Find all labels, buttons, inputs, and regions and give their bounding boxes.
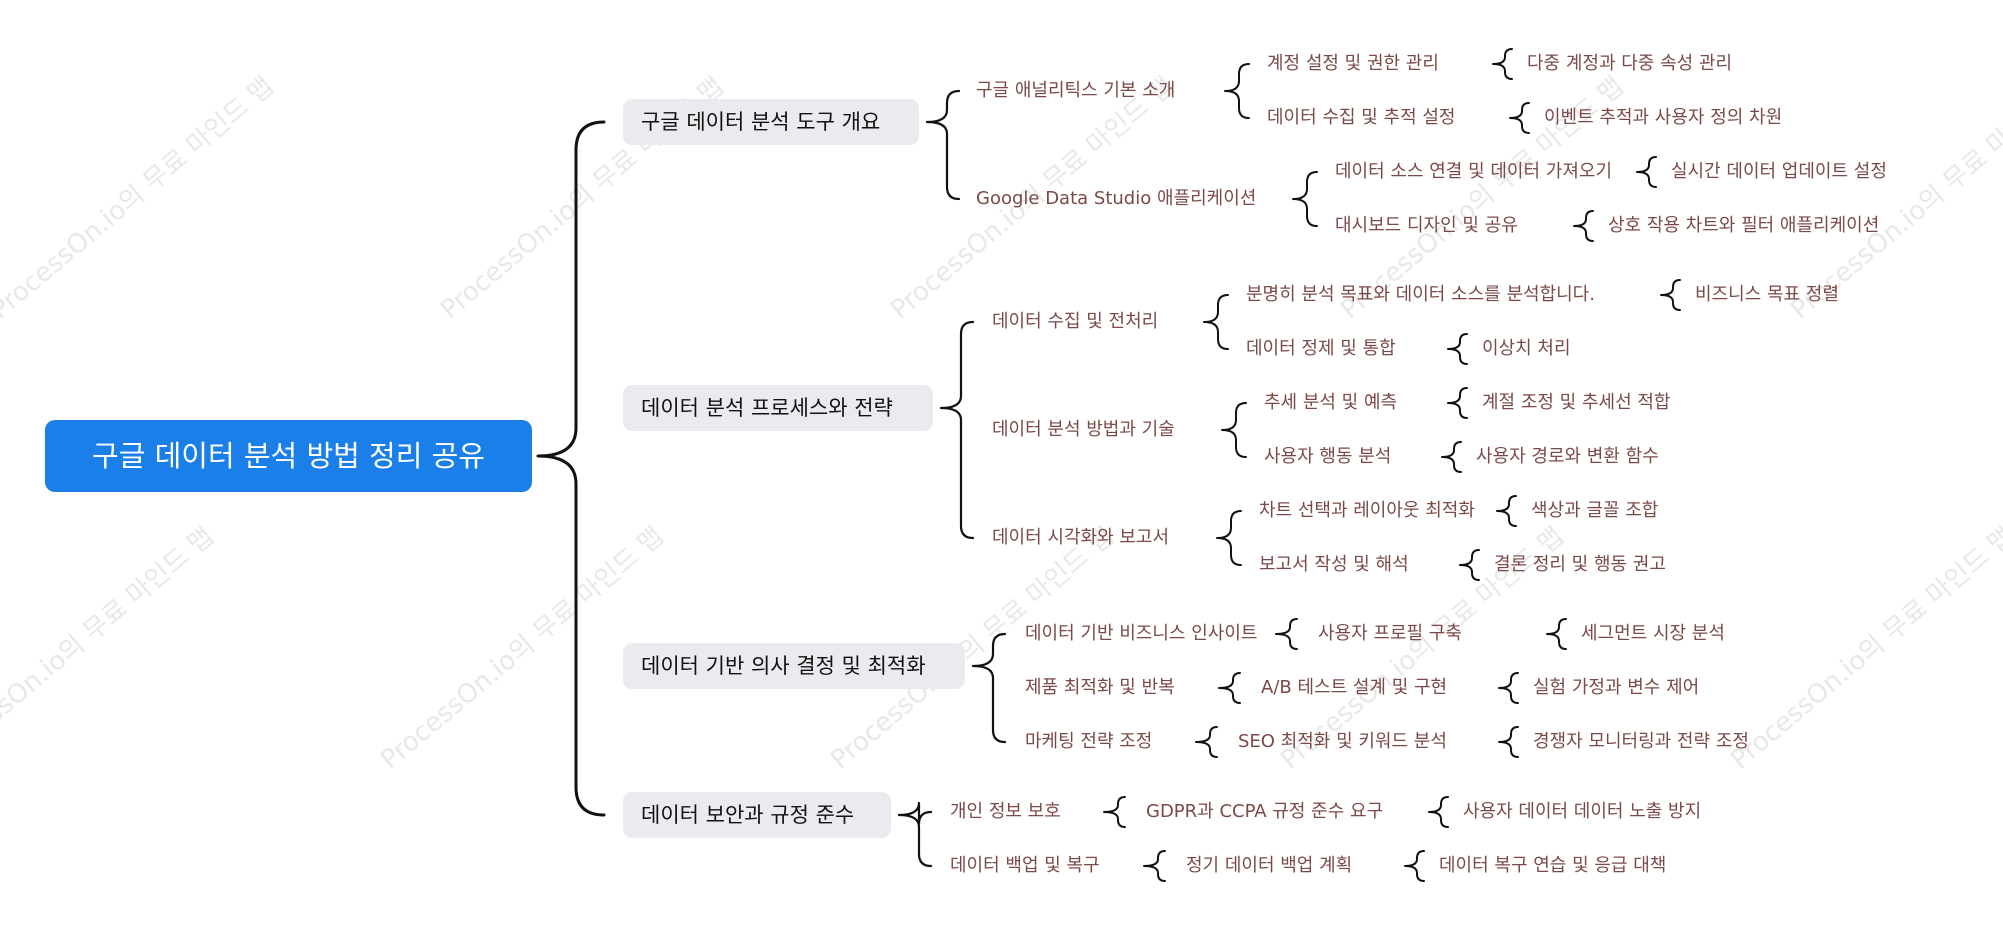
detail-connector [1636, 156, 1657, 188]
detail-topic[interactable]: 사용자 행동 분석 [1264, 446, 1392, 467]
subtopic-connector [1218, 672, 1241, 704]
subtopic[interactable]: 구글 애널리틱스 기본 소개 [976, 80, 1176, 101]
branch-connector [939, 320, 975, 540]
detail-topic[interactable]: 분명히 분석 목표와 데이터 소스를 분석합니다. [1246, 284, 1595, 305]
branch-topic[interactable]: 데이터 기반 의사 결정 및 최적화 [623, 643, 965, 689]
subtopic[interactable]: 데이터 백업 및 복구 [950, 855, 1100, 876]
detail-connector [1546, 618, 1567, 650]
leaf-topic[interactable]: 실험 가정과 변수 제어 [1533, 677, 1700, 698]
leaf-topic[interactable]: 이상치 처리 [1482, 338, 1571, 359]
branch-connector [925, 89, 961, 201]
detail-topic[interactable]: SEO 최적화 및 키워드 분석 [1238, 731, 1447, 752]
detail-connector [1660, 279, 1681, 311]
detail-connector [1496, 495, 1517, 527]
subtopic[interactable]: 데이터 수집 및 전처리 [992, 311, 1159, 332]
subtopic-connector [1275, 618, 1298, 650]
leaf-topic[interactable]: 세그먼트 시장 분석 [1581, 623, 1725, 644]
subtopic[interactable]: 데이터 분석 방법과 기술 [992, 419, 1175, 440]
subtopic[interactable]: 제품 최적화 및 반복 [1025, 677, 1175, 698]
branch-topic[interactable]: 데이터 보안과 규정 준수 [623, 792, 891, 838]
detail-topic[interactable]: 정기 데이터 백업 계획 [1186, 855, 1353, 876]
subtopic[interactable]: 데이터 기반 비즈니스 인사이트 [1025, 623, 1258, 644]
leaf-topic[interactable]: 결론 정리 및 행동 권고 [1494, 554, 1666, 575]
detail-topic[interactable]: 보고서 작성 및 해석 [1259, 554, 1409, 575]
subtopic-connector [1292, 171, 1318, 227]
subtopic[interactable]: 개인 정보 보호 [950, 801, 1061, 822]
leaf-topic[interactable]: 이벤트 추적과 사용자 정의 차원 [1544, 107, 1783, 128]
detail-connector [1441, 441, 1462, 473]
detail-connector [1447, 387, 1468, 419]
leaf-topic[interactable]: 다중 계정과 다중 속성 관리 [1527, 53, 1733, 74]
subtopic-connector [1203, 294, 1229, 350]
detail-connector [1447, 333, 1468, 365]
detail-connector [1404, 850, 1425, 882]
subtopic-connector [1143, 850, 1166, 882]
detail-connector [1509, 102, 1530, 134]
detail-connector [1573, 210, 1594, 242]
detail-topic[interactable]: 차트 선택과 레이아웃 최적화 [1259, 500, 1475, 521]
leaf-topic[interactable]: 계절 조정 및 추세선 적합 [1482, 392, 1671, 413]
detail-connector [1498, 726, 1519, 758]
detail-topic[interactable]: A/B 테스트 설계 및 구현 [1261, 677, 1448, 698]
leaf-topic[interactable]: 상호 작용 차트와 필터 애플리케이션 [1608, 215, 1880, 236]
leaf-topic[interactable]: 경쟁자 모니터링과 전략 조정 [1533, 731, 1749, 752]
detail-connector [1428, 796, 1449, 828]
detail-topic[interactable]: 데이터 수집 및 추적 설정 [1267, 107, 1456, 128]
root-topic[interactable]: 구글 데이터 분석 방법 정리 공유 [45, 420, 532, 492]
detail-connector [1498, 672, 1519, 704]
leaf-topic[interactable]: 데이터 복구 연습 및 응급 대책 [1439, 855, 1667, 876]
detail-topic[interactable]: 데이터 소스 연결 및 데이터 가져오기 [1335, 161, 1613, 182]
detail-topic[interactable]: 데이터 정제 및 통합 [1246, 338, 1396, 359]
subtopic-connector [1221, 402, 1247, 458]
detail-connector [1492, 48, 1513, 80]
leaf-topic[interactable]: 사용자 데이터 데이터 노출 방지 [1463, 801, 1702, 822]
detail-topic[interactable]: 추세 분석 및 예측 [1264, 392, 1398, 413]
subtopic-connector [1195, 726, 1218, 758]
subtopic-connector [1224, 63, 1250, 119]
root-connector [536, 120, 606, 817]
detail-topic[interactable]: 사용자 프로필 구축 [1318, 623, 1462, 644]
detail-topic[interactable]: 대시보드 디자인 및 공유 [1335, 215, 1518, 236]
branch-topic[interactable]: 데이터 분석 프로세스와 전략 [623, 385, 933, 431]
subtopic[interactable]: 마케팅 전략 조정 [1025, 731, 1153, 752]
branch-connector [971, 632, 1007, 744]
subtopic[interactable]: 데이터 시각화와 보고서 [992, 527, 1170, 548]
subtopic-connector [1216, 510, 1242, 566]
leaf-topic[interactable]: 비즈니스 목표 정렬 [1695, 284, 1839, 305]
leaf-topic[interactable]: 색상과 글꼴 조합 [1531, 500, 1659, 521]
subtopic[interactable]: Google Data Studio 애플리케이션 [976, 188, 1257, 209]
detail-topic[interactable]: 계정 설정 및 권한 관리 [1267, 53, 1439, 74]
leaf-topic[interactable]: 사용자 경로와 변환 함수 [1476, 446, 1659, 467]
branch-connector [897, 801, 933, 868]
detail-topic[interactable]: GDPR과 CCPA 규정 준수 요구 [1146, 801, 1384, 822]
leaf-topic[interactable]: 실시간 데이터 업데이트 설정 [1671, 161, 1887, 182]
detail-connector [1459, 549, 1480, 581]
subtopic-connector [1103, 796, 1126, 828]
branch-topic[interactable]: 구글 데이터 분석 도구 개요 [623, 99, 919, 145]
